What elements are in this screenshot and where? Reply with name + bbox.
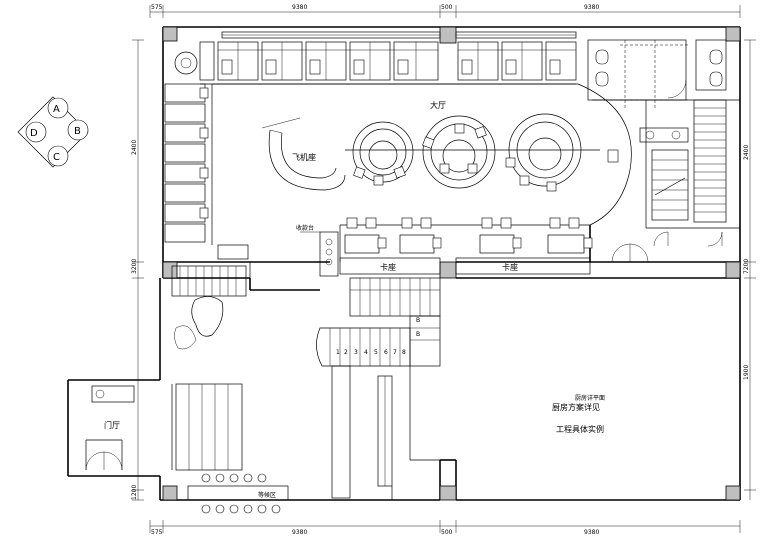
flyseat-label: 飞机座 (292, 152, 316, 162)
dim-right-2: 7200 (743, 259, 750, 274)
right-stairs (651, 99, 727, 223)
right-dimension: 2400 7200 1900 (743, 39, 756, 500)
stair-number: 5 (374, 349, 378, 356)
dim-bottom-1: 575 (151, 529, 163, 536)
watermark-small: 厨房详平面 (575, 394, 605, 402)
watermark-line-1: 厨房方案详见 (552, 402, 600, 412)
waiting-area (187, 473, 289, 514)
top-dimension: 575 9380 500 9380 (149, 4, 741, 18)
dim-bottom-3: 500 (441, 529, 453, 536)
stair-number: 8 (402, 349, 406, 356)
interior-partitions (249, 99, 740, 278)
central-stairs: 1 2 3 4 5 6 7 8 B B (316, 277, 441, 499)
round-banquettes (345, 113, 619, 192)
legend-marker-b: B (74, 126, 81, 137)
left-dimension: 2400 3200 1200 (131, 39, 144, 501)
dim-left-2: 3200 (131, 259, 138, 274)
restrooms (587, 39, 727, 143)
top-booth-row (174, 41, 577, 85)
dim-top-4: 9380 (584, 4, 599, 11)
left-booth-column (164, 83, 249, 260)
dim-left-3: 1200 (131, 485, 138, 500)
stair-number: 7 (393, 349, 397, 356)
right-doors (611, 231, 723, 263)
legend-marker-a: A (53, 104, 60, 115)
entrance-area (171, 265, 247, 471)
waiting-label: 等候区 (258, 491, 276, 499)
hall-label: 大厅 (430, 100, 446, 110)
stair-number: 4 (364, 349, 368, 356)
dim-top-2: 9380 (292, 4, 307, 11)
booth-left-label: 卡座 (380, 262, 396, 272)
stair-number: 6 (384, 349, 388, 356)
stair-number: 1 (336, 349, 340, 356)
stair-mark: B (416, 317, 420, 324)
legend-marker-d: D (30, 128, 38, 139)
dim-bottom-2: 9380 (292, 529, 307, 536)
stair-number: 2 (344, 349, 348, 356)
kitchen-area (391, 366, 440, 500)
booth-strip (339, 257, 591, 275)
dim-right-3: 1900 (743, 365, 750, 380)
dim-top-3: 500 (441, 4, 453, 11)
dim-left-1: 2400 (131, 140, 138, 155)
hall-outline (212, 83, 632, 262)
bottom-dimension: 575 9380 500 9380 (149, 520, 741, 536)
vestibule-label: 门厅 (104, 420, 120, 430)
booth-right-label: 卡座 (502, 262, 518, 272)
square-tables (344, 217, 593, 254)
orientation-legend: A B C D (17, 96, 89, 168)
dim-bottom-4: 9380 (584, 529, 599, 536)
top-window-strip (221, 31, 577, 39)
dim-top-1: 575 (151, 4, 163, 11)
dim-right-1: 2400 (743, 145, 750, 160)
vestibule (85, 385, 135, 471)
stair-number: 3 (354, 349, 358, 356)
legend-marker-c: C (53, 152, 60, 163)
stair-mark: B (416, 331, 420, 338)
structural-columns (162, 26, 741, 501)
cashier-counter (300, 231, 339, 277)
fly-seat-area (261, 117, 346, 191)
watermark-line-2: 工程具体实例 (556, 424, 604, 434)
cashier-label: 收款台 (296, 224, 314, 232)
